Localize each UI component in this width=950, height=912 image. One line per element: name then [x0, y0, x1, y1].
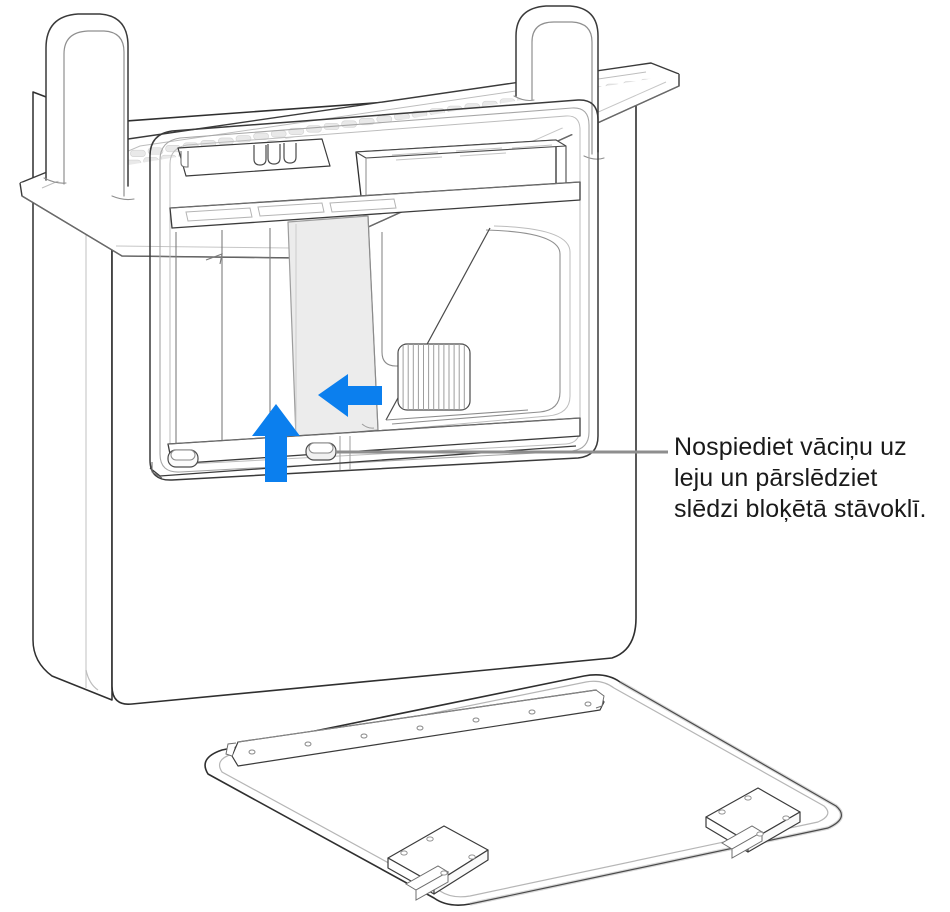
handle-left — [43, 13, 135, 201]
interior-bays — [175, 228, 271, 448]
base-panel — [204, 674, 844, 906]
latch-button-right[interactable] — [305, 442, 337, 461]
handle-right — [513, 5, 605, 160]
up-arrow-icon — [252, 404, 300, 482]
mac-pro-tower — [19, 5, 680, 705]
cover-latch-module — [287, 215, 379, 439]
callout-label: Nospiediet vāciņu uz leju un pārslēdziet… — [674, 433, 927, 523]
interior-upper-shelf — [169, 138, 581, 229]
interior-fan-shroud — [381, 225, 571, 431]
base-mounting-strip — [225, 689, 605, 767]
fan-vent — [397, 343, 471, 411]
tower-left-side-panel — [32, 91, 113, 701]
left-arrow-icon — [318, 374, 382, 417]
base-foot-right — [705, 787, 801, 859]
retaining-clip — [253, 143, 297, 166]
latch-button-left[interactable] — [167, 449, 199, 468]
instruction-arrows — [252, 374, 382, 482]
base-foot-left — [387, 825, 489, 901]
